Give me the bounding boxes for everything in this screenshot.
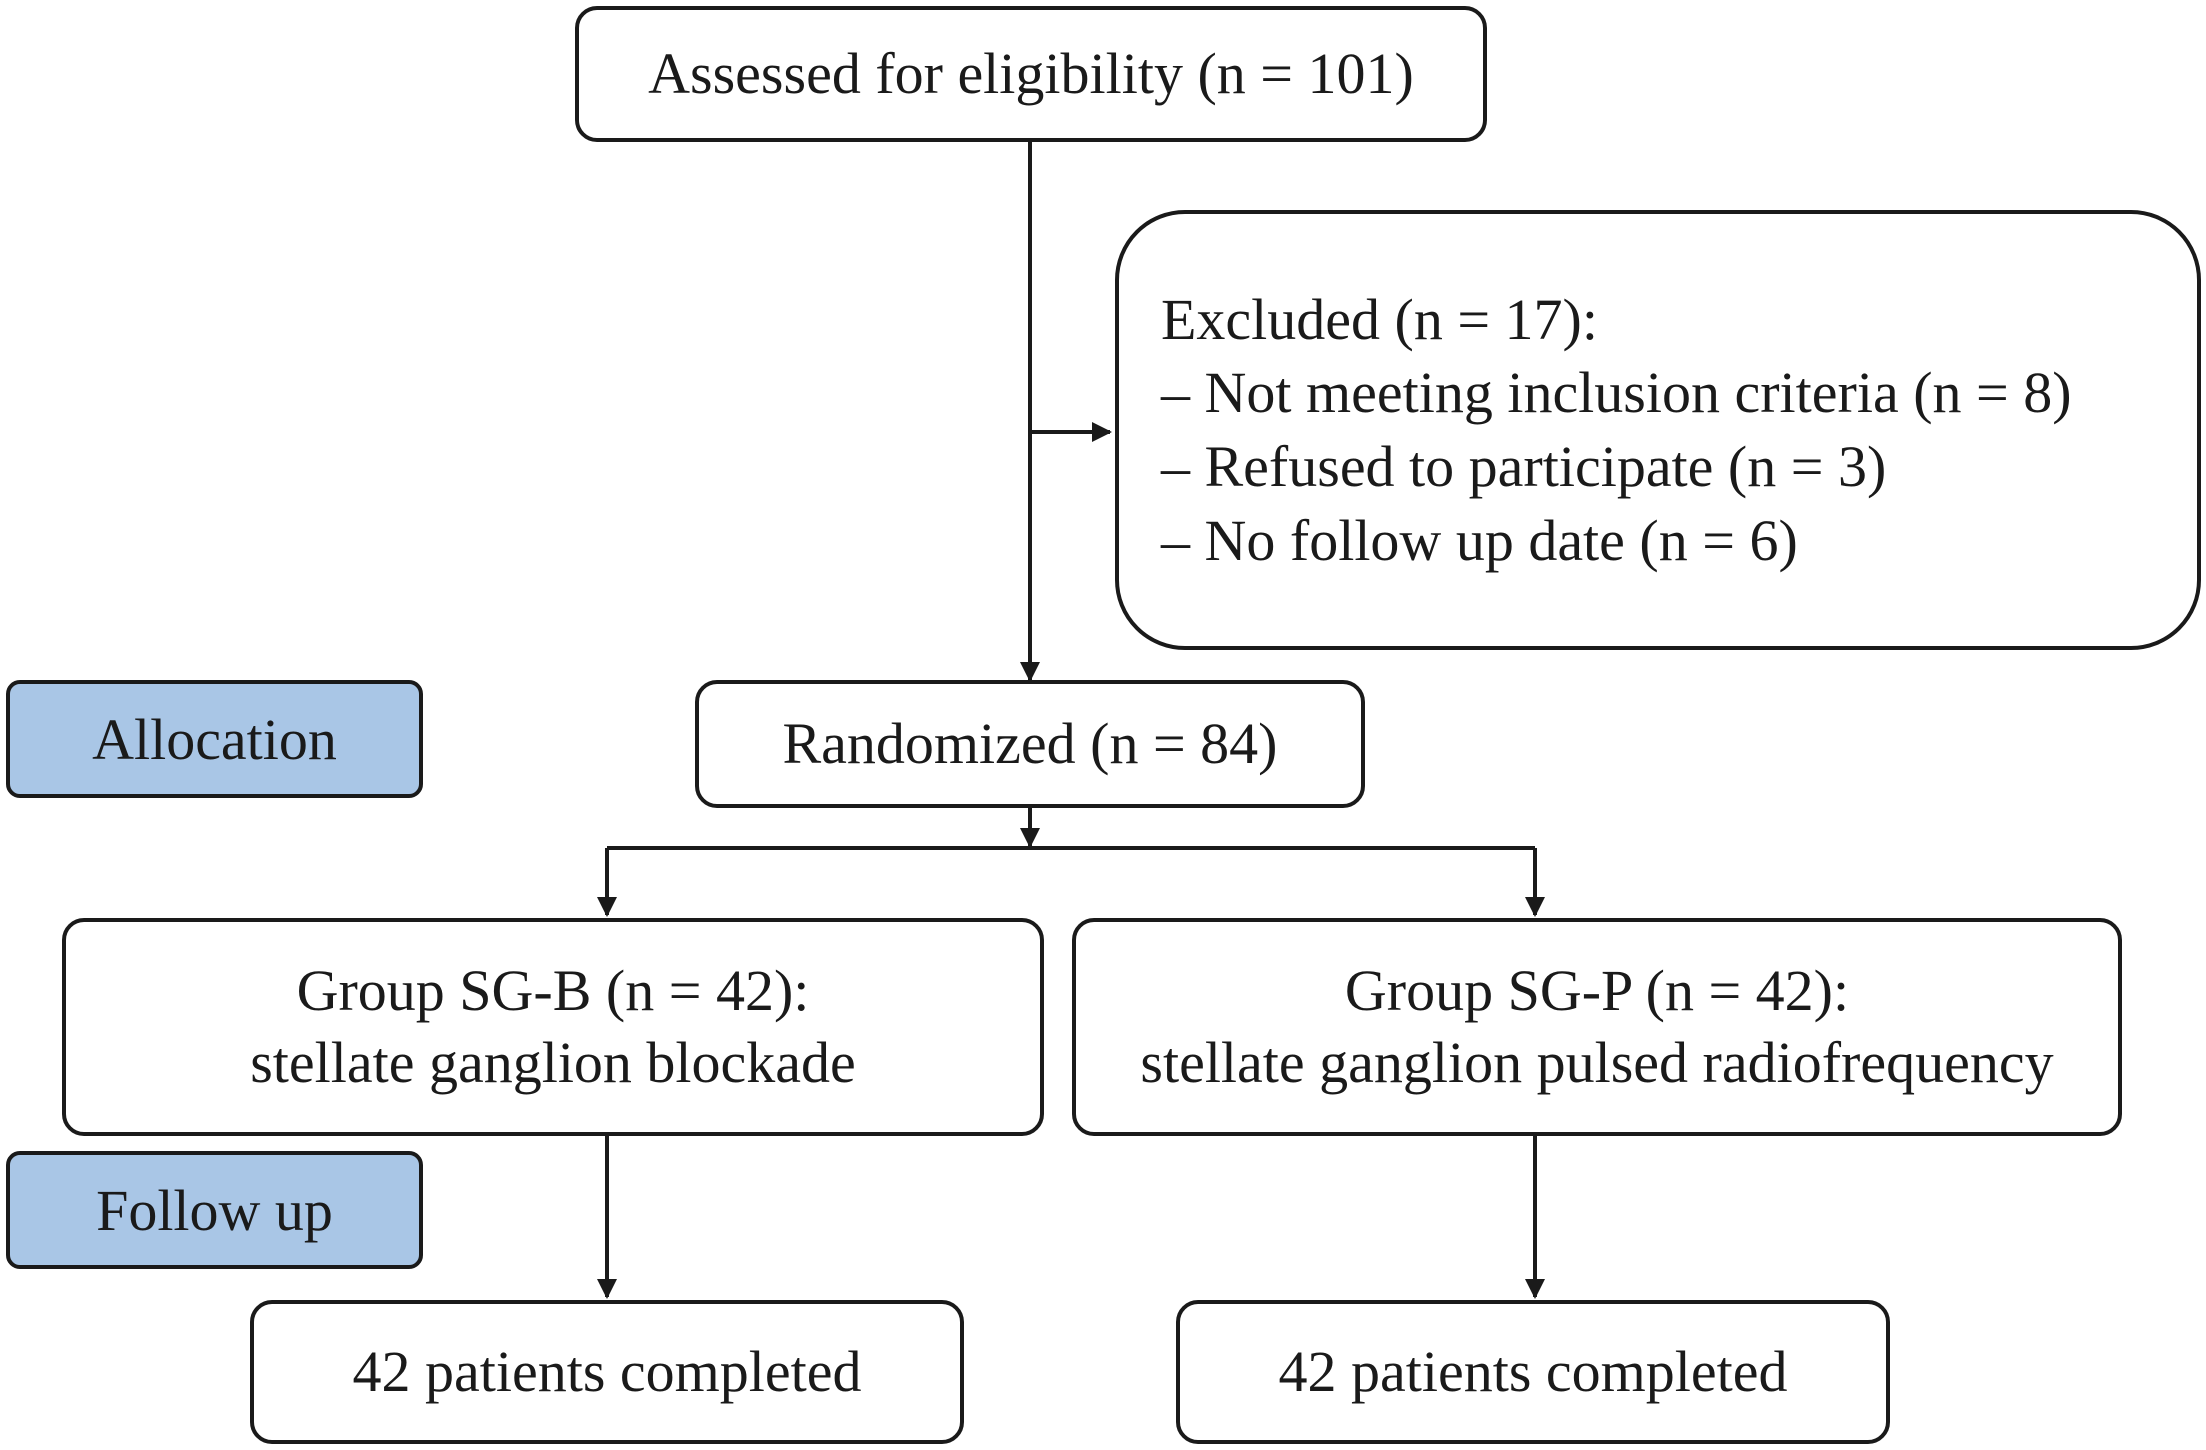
completed-p-text: 42 patients completed: [1278, 1339, 1788, 1405]
excluded-item: – No follow up date (n = 6): [1161, 507, 1798, 573]
group-b-title: Group SG-B (n = 42):: [296, 958, 810, 1024]
completed-b-box: 42 patients completed: [250, 1300, 964, 1444]
randomized-box: Randomized (n = 84): [695, 680, 1365, 808]
excluded-item: – Refused to participate (n = 3): [1161, 434, 1887, 499]
group-p-title: Group SG-P (n = 42):: [1344, 958, 1850, 1024]
group-p-box: Group SG-P (n = 42): stellate ganglion p…: [1072, 918, 2122, 1136]
excluded-box: Excluded (n = 17): – Not meeting inclusi…: [1115, 210, 2201, 650]
excluded-item: – Not meeting inclusion criteria (n = 8): [1161, 360, 2072, 426]
stage-label-follow-up-text: Follow up: [96, 1177, 333, 1243]
randomized-text: Randomized (n = 84): [782, 711, 1278, 777]
excluded-title: Excluded (n = 17):: [1161, 286, 1598, 352]
completed-b-text: 42 patients completed: [352, 1339, 862, 1405]
stage-label-follow-up: Follow up: [6, 1151, 423, 1269]
completed-p-box: 42 patients completed: [1176, 1300, 1890, 1444]
group-p-description: stellate ganglion pulsed radiofrequency: [1140, 1030, 2054, 1095]
assessed-box: Assessed for eligibility (n = 101): [575, 6, 1487, 142]
group-b-description: stellate ganglion blockade: [250, 1030, 856, 1095]
group-b-box: Group SG-B (n = 42): stellate ganglion b…: [62, 918, 1044, 1136]
stage-label-allocation: Allocation: [6, 680, 423, 798]
assessed-text: Assessed for eligibility (n = 101): [648, 41, 1414, 107]
stage-label-allocation-text: Allocation: [92, 706, 337, 772]
